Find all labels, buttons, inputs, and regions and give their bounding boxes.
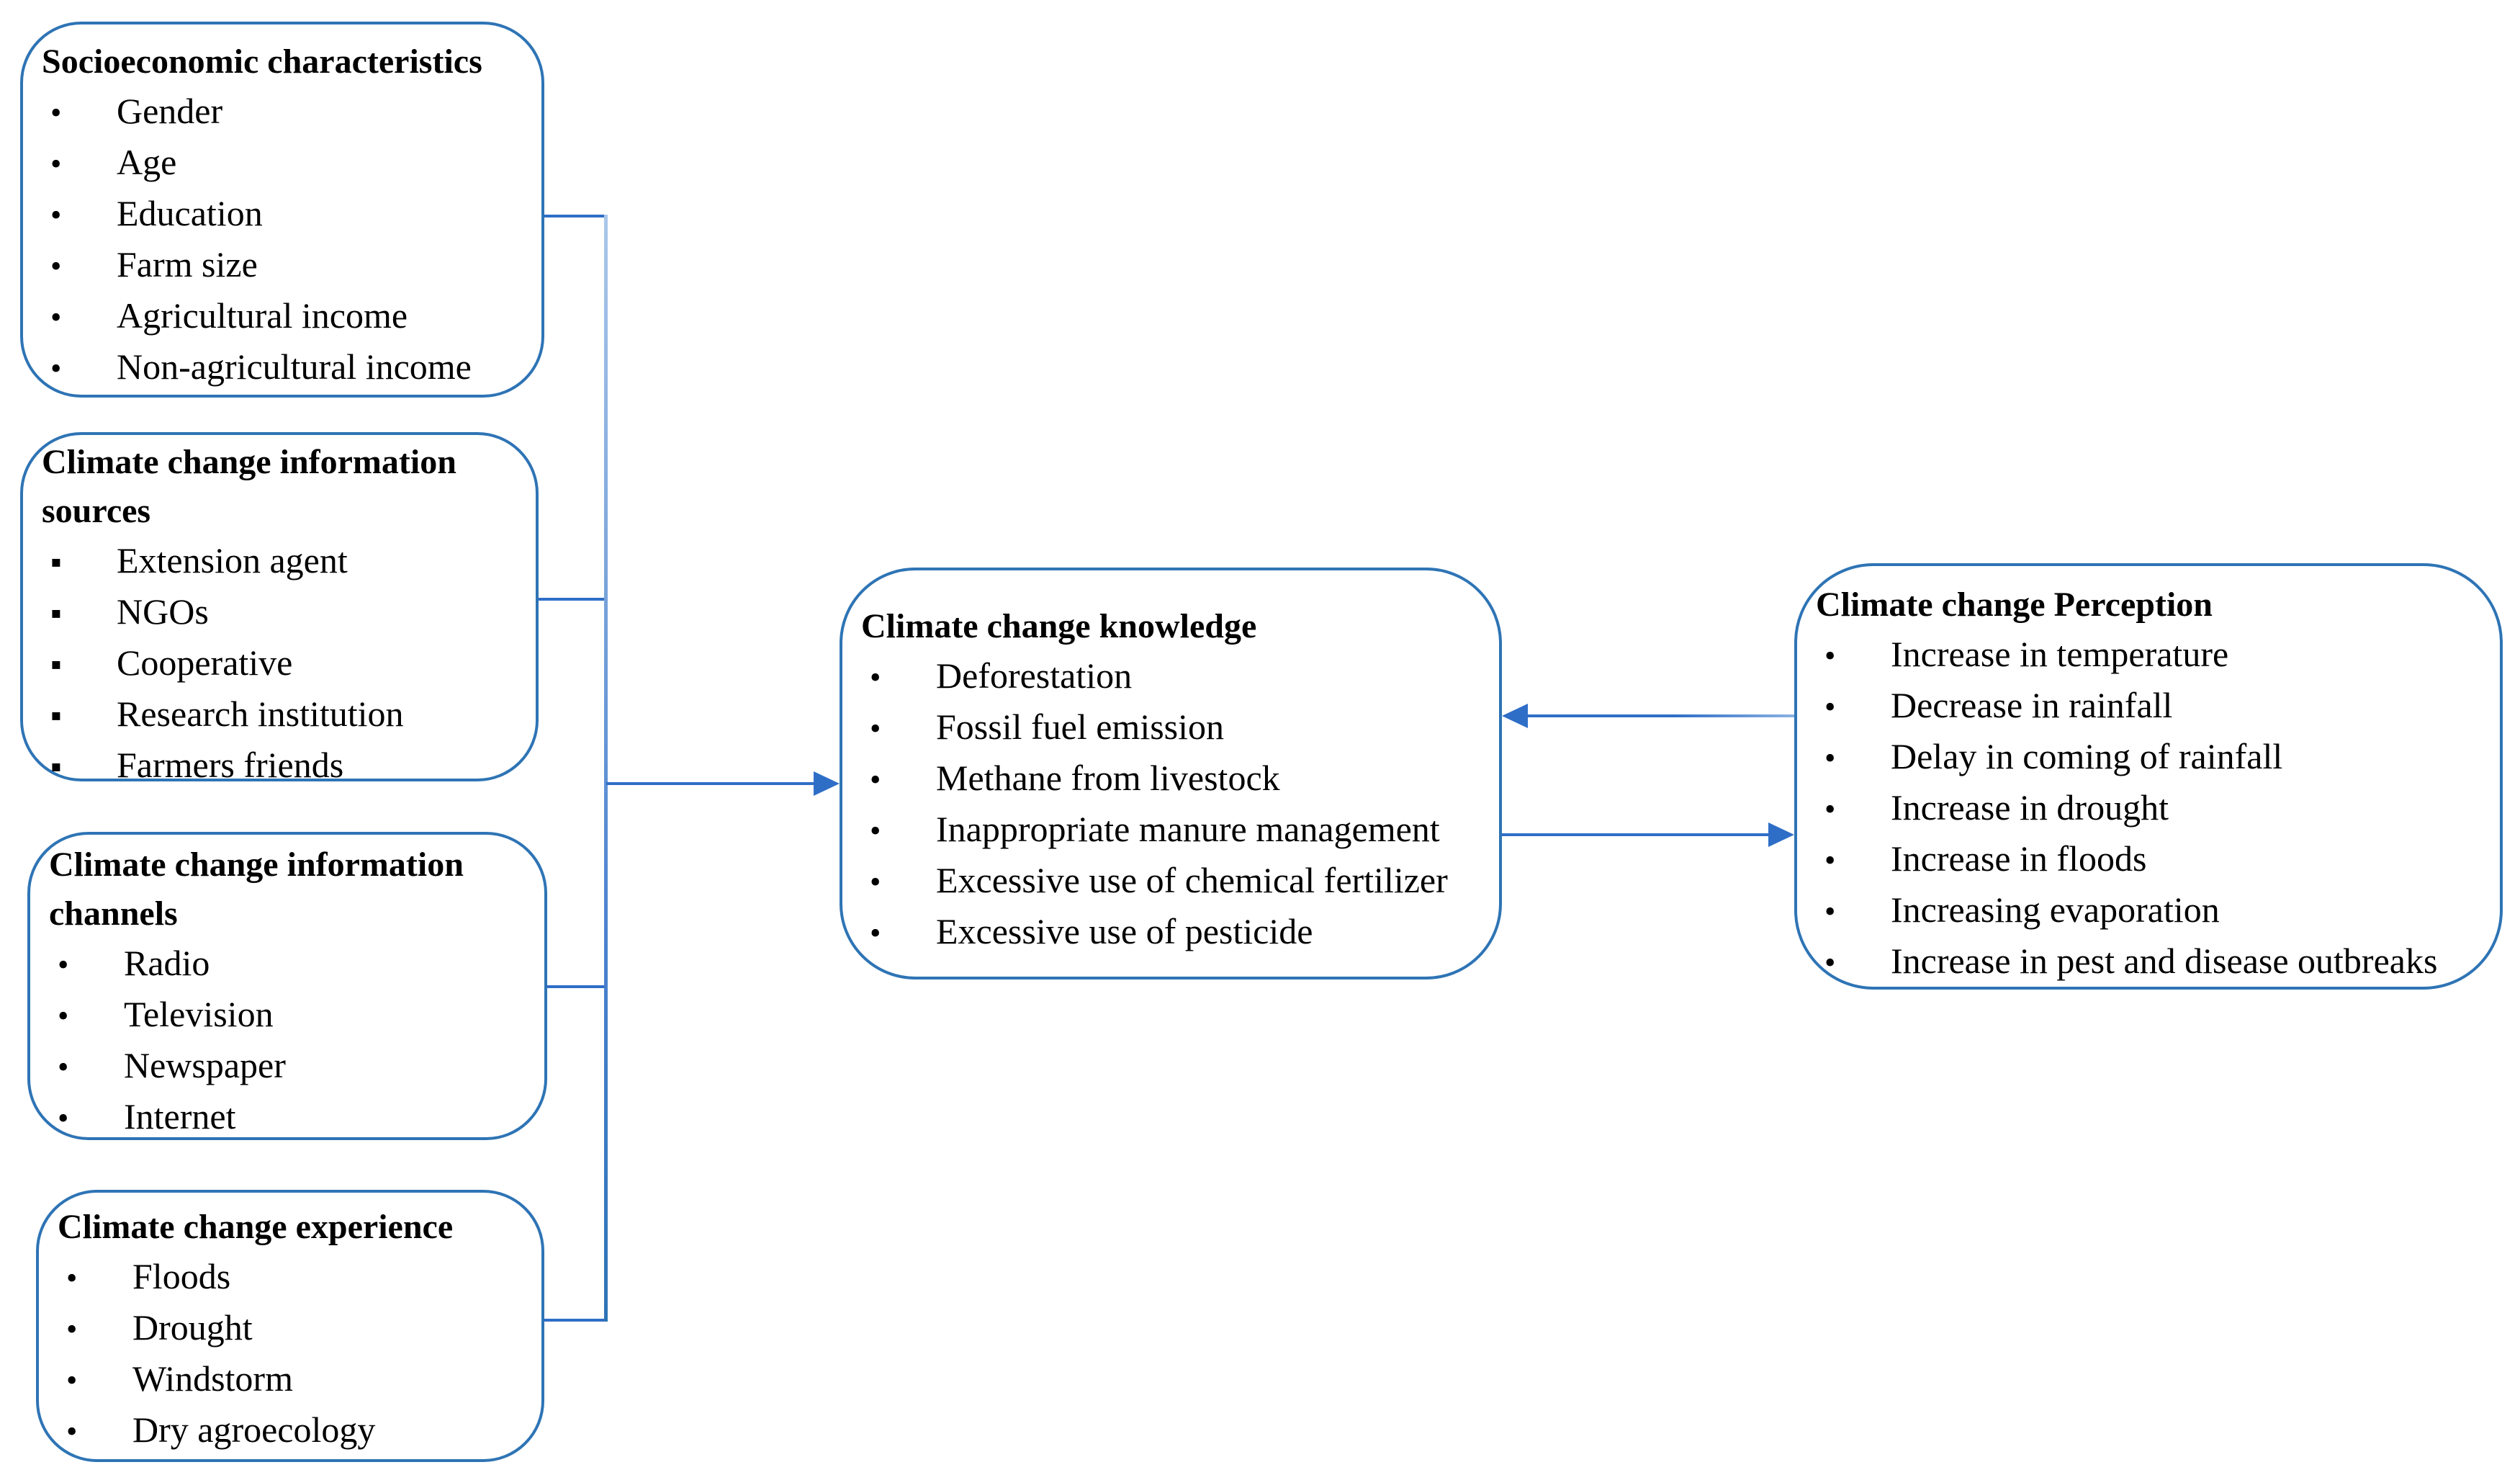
box-climate-change-knowledge: Climate change knowledge •Deforestation … <box>840 568 1502 979</box>
bullet-marker: • <box>50 300 62 335</box>
list-item: •Newspaper <box>49 1041 534 1092</box>
list-item: •Increase in drought <box>1816 783 2490 834</box>
list-item: •Non-agricultural income <box>42 342 531 393</box>
bullet-marker: • <box>50 248 62 284</box>
bullet-marker: • <box>870 864 881 900</box>
bullet-marker: • <box>50 351 62 386</box>
bullet-marker: • <box>1824 740 1836 776</box>
bullet-marker: • <box>870 813 881 848</box>
bullet-marker: • <box>870 711 881 746</box>
bullet-marker: • <box>66 1414 78 1449</box>
box-title: Climate change information sources <box>42 443 456 530</box>
box-title: Socioeconomic characteristics <box>42 42 482 81</box>
arrowhead-right-icon <box>1768 822 1794 847</box>
bullet-list: •Increase in temperature •Decrease in ra… <box>1816 629 2490 987</box>
list-item: •Education <box>42 189 531 240</box>
bullet-marker: • <box>870 915 881 951</box>
list-item: •Farm size <box>42 240 531 291</box>
connector-information-channels <box>547 985 606 988</box>
list-item: •Radio <box>49 938 534 990</box>
connector-socioeconomic <box>544 215 606 218</box>
list-item: •Agricultural income <box>42 291 531 342</box>
bullet-list: •Deforestation •Fossil fuel emission •Me… <box>861 651 1489 958</box>
list-item: •Windstorm <box>58 1354 531 1405</box>
box-title: Climate change information channels <box>49 846 464 933</box>
bullet-marker: • <box>50 95 62 130</box>
bullet-marker: ▪ <box>50 544 62 580</box>
bullet-marker: • <box>1824 894 1836 929</box>
arrowhead-right-icon <box>814 771 840 796</box>
arrow-line-perception-to-knowledge <box>1528 714 1794 717</box>
list-item: ▪Extension agent <box>42 536 526 587</box>
bullet-marker: • <box>58 998 69 1034</box>
bullet-marker: • <box>1824 792 1836 827</box>
bullet-marker: • <box>58 1100 69 1136</box>
list-item: ▪Cooperative <box>42 638 526 689</box>
arrow-line-knowledge-to-perception <box>1502 833 1768 836</box>
list-item: •Increase in pest and disease outbreaks <box>1816 936 2490 987</box>
list-item: ▪Research institution <box>42 689 526 740</box>
box-title: Climate change knowledge <box>861 607 1257 645</box>
bullet-marker: ▪ <box>50 749 62 784</box>
bullet-marker: • <box>58 1049 69 1085</box>
box-climate-change-perception: Climate change Perception •Increase in t… <box>1794 563 2503 990</box>
list-item: •Drought <box>58 1303 531 1354</box>
list-item: •Delay in coming of rainfall <box>1816 732 2490 783</box>
list-item: •Methane from livestock <box>861 753 1489 804</box>
bullet-list: •Gender •Age •Education •Farm size •Agri… <box>42 86 531 393</box>
bullet-marker: ▪ <box>50 698 62 733</box>
box-socioeconomic-characteristics: Socioeconomic characteristics •Gender •A… <box>20 22 544 398</box>
bullet-marker: • <box>66 1312 78 1347</box>
list-item: •Floods <box>58 1252 531 1303</box>
bullet-marker: • <box>50 146 62 181</box>
arrowhead-left-icon <box>1502 704 1528 728</box>
bullet-marker: • <box>1824 843 1836 878</box>
bullet-list: •Floods •Drought •Windstorm •Dry agroeco… <box>58 1252 531 1456</box>
list-item: •Inappropriate manure management <box>861 804 1489 856</box>
bullet-marker: • <box>58 947 69 982</box>
bullet-marker: ▪ <box>50 596 62 631</box>
list-item: •Television <box>49 990 534 1041</box>
bullet-marker: • <box>66 1363 78 1398</box>
list-item: •Excessive use of pesticide <box>861 907 1489 958</box>
connector-experience <box>544 1319 606 1322</box>
list-item: •Increase in temperature <box>1816 629 2490 681</box>
box-climate-change-experience: Climate change experience •Floods •Droug… <box>36 1190 544 1462</box>
list-item: ▪Farmers friends <box>42 740 526 792</box>
list-item: •Internet <box>49 1092 534 1143</box>
list-item: •Fossil fuel emission <box>861 702 1489 753</box>
box-title: Climate change Perception <box>1816 586 2213 624</box>
list-item: •Excessive use of chemical fertilizer <box>861 856 1489 907</box>
list-item: •Increasing evaporation <box>1816 885 2490 936</box>
list-item: •Decrease in rainfall <box>1816 681 2490 732</box>
list-item: ▪NGOs <box>42 587 526 638</box>
box-climate-change-information-channels: Climate change information channels •Rad… <box>27 832 547 1140</box>
bullet-list: ▪Extension agent ▪NGOs ▪Cooperative ▪Res… <box>42 536 526 792</box>
list-item: •Gender <box>42 86 531 138</box>
bullet-marker: • <box>870 762 881 797</box>
bullet-marker: • <box>1824 638 1836 673</box>
connector-information-sources <box>539 598 606 601</box>
arrow-line-to-knowledge-from-left <box>606 782 815 785</box>
list-item: •Increase in floods <box>1816 834 2490 885</box>
box-climate-change-information-sources: Climate change information sources ▪Exte… <box>20 432 539 785</box>
bullet-marker: • <box>1824 689 1836 725</box>
bullet-list: •Radio •Television •Newspaper •Internet <box>49 938 534 1143</box>
box-title: Climate change experience <box>58 1208 454 1246</box>
list-item: •Dry agroecology <box>58 1405 531 1456</box>
list-item: •Deforestation <box>861 651 1489 702</box>
bullet-marker: • <box>1824 945 1836 980</box>
collector-line <box>604 215 608 1322</box>
bullet-marker: • <box>50 197 62 233</box>
bullet-marker: • <box>870 660 881 695</box>
list-item: •Age <box>42 138 531 189</box>
bullet-marker: ▪ <box>50 647 62 682</box>
bullet-marker: • <box>66 1260 78 1296</box>
